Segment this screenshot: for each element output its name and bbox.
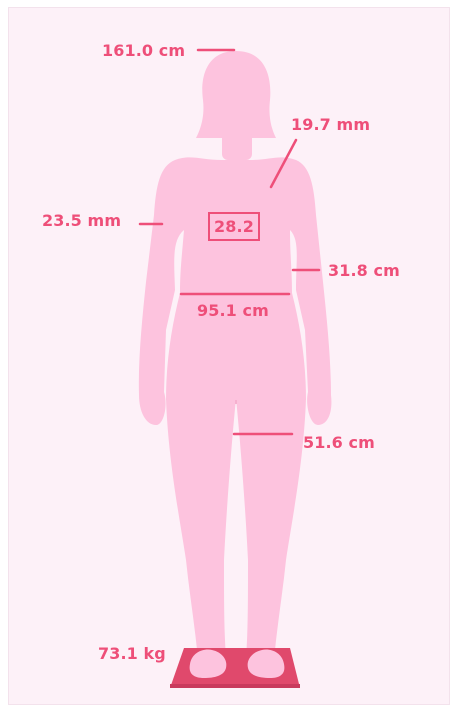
arm-label: 31.8 cm bbox=[328, 262, 400, 280]
waist-label: 95.1 cm bbox=[197, 302, 269, 320]
bmi-box: 28.2 bbox=[208, 212, 260, 241]
thigh-label: 51.6 cm bbox=[303, 434, 375, 452]
height-label: 161.0 cm bbox=[102, 42, 185, 60]
bmi-value: 28.2 bbox=[214, 218, 254, 236]
skinfold-label: 23.5 mm bbox=[42, 212, 121, 230]
weight-label: 73.1 kg bbox=[98, 645, 166, 663]
female-body-silhouette-icon bbox=[139, 51, 332, 676]
neck-label: 19.7 mm bbox=[291, 116, 370, 134]
